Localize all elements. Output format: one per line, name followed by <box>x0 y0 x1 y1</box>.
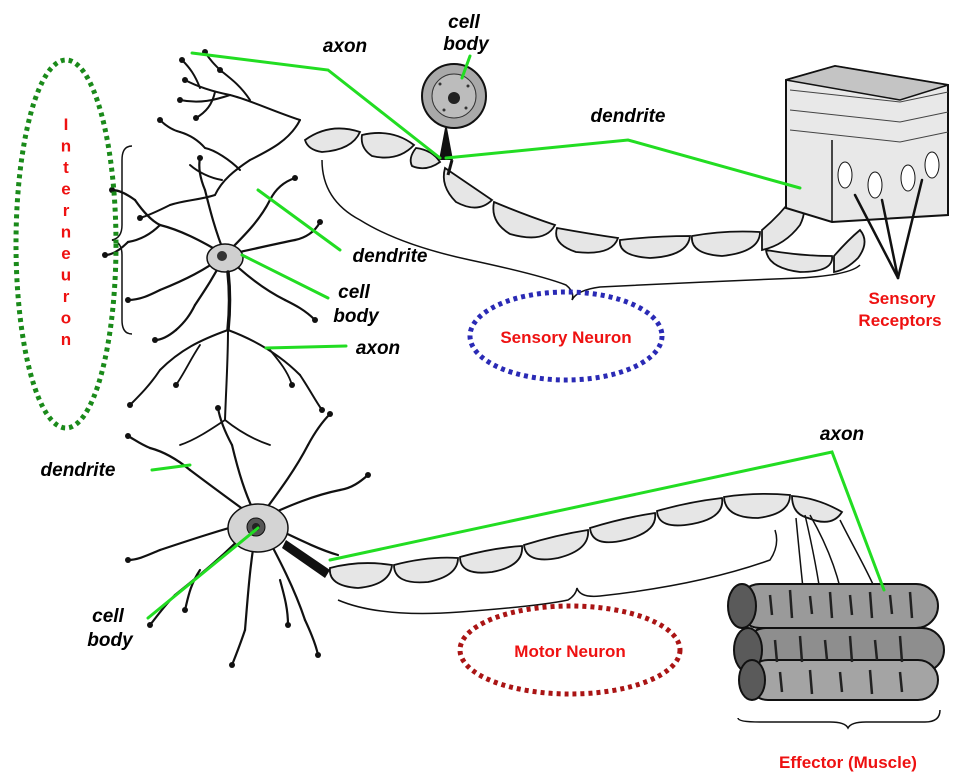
dendrite-motor-label: dendrite <box>41 460 116 481</box>
axon-sensory-label: axon <box>323 36 367 57</box>
dendrite-inter-label: dendrite <box>353 246 428 267</box>
leader-dendrite-motor <box>152 465 190 470</box>
sensory-neuron-label: Sensory Neuron <box>500 328 631 347</box>
sensory-receptors-label-line2: Receptors <box>858 311 941 330</box>
cell-body-motor-label-line2: body <box>87 630 134 651</box>
leader-cell-body-motor <box>148 528 258 618</box>
effector-brace <box>738 710 940 728</box>
axon-motor-label: axon <box>820 424 864 445</box>
dendrite-sensory-label: dendrite <box>591 106 666 127</box>
effector-label: Effector (Muscle) <box>779 753 917 772</box>
cell-body-inter-label-line2: body <box>333 306 380 327</box>
sensory-neuron-shape <box>305 64 865 272</box>
motor-neuron-label: Motor Neuron <box>514 642 625 661</box>
leader-axon-inter <box>266 346 346 348</box>
cell-body-top-label-line1: cell <box>448 12 480 33</box>
cell-body-top-label-line2: body <box>443 34 490 55</box>
cell-body-motor-label-line1: cell <box>92 606 124 627</box>
muscle-bundle <box>728 584 944 700</box>
interneuron-shape <box>102 49 325 445</box>
sensory-receptors-label-line1: Sensory <box>868 289 936 308</box>
leader-dendrite-inter <box>258 190 340 250</box>
leader-dendrite-sensory <box>446 140 800 188</box>
leader-cell-body-inter <box>242 255 328 298</box>
cell-body-inter-label-line1: cell <box>338 282 370 303</box>
skin-receptor-block <box>786 66 948 222</box>
axon-inter-label: axon <box>356 338 400 359</box>
motor-axon-shape <box>330 494 842 588</box>
